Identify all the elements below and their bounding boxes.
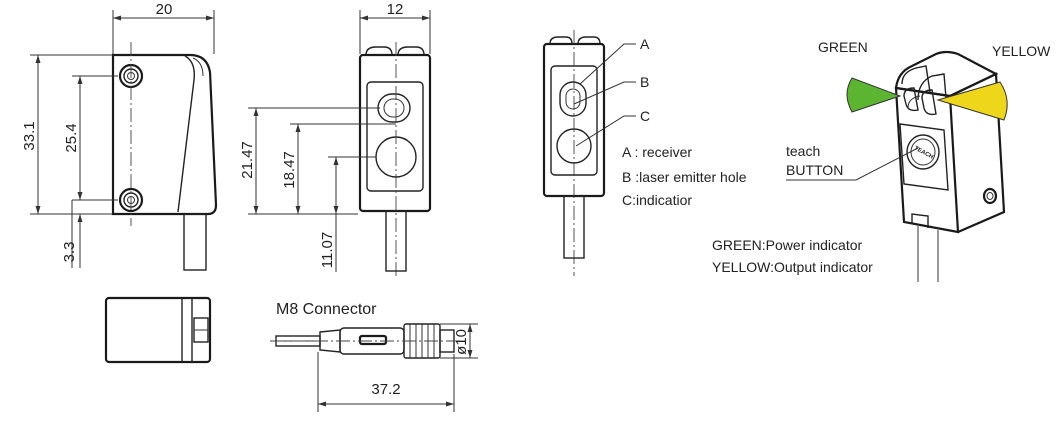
connector-title: M8 Connector [276,301,377,318]
dim-hole-pitch-25-4: 25.4 [63,123,80,152]
label-a: A [640,36,650,52]
front-view: 12 21.47 18.47 11.07 [239,1,432,276]
legend-indicator: C:indicatior [622,192,692,208]
side-view-bevel [177,55,195,213]
green-indicator-light [846,77,902,113]
bottom-view [104,296,212,364]
green-label: GREEN [818,39,868,55]
yellow-indicator-desc: YELLOW:Output indicator [712,259,873,275]
dim-height-18-47: 18.47 [281,151,298,189]
dim-height-11-07: 11.07 [319,232,336,268]
teach-button-text: TEACH [913,146,934,161]
dim-width-12: 12 [387,1,404,18]
teach-label-line2: BUTTON [786,162,843,178]
legend-laser-emitter: B :laser emitter hole [622,169,747,185]
detail-front-view: A B C A : receiver B :laser emitter hole… [542,30,747,276]
front-view-body [358,53,432,213]
teach-button [906,134,940,170]
side-view-cable [183,213,207,271]
m8-connector-view: M8 Connector ø10 37.2 [270,301,478,412]
side-view: 20 33.1 25.4 3.3 [21,1,218,271]
dim-connector-diameter: ø10 [453,329,470,355]
label-b: B [640,74,649,90]
yellow-indicator-light [936,81,1008,121]
dim-height-33-1: 33.1 [21,121,38,150]
iso-front-face [894,86,960,234]
dim-connector-length: 37.2 [371,381,400,398]
side-view-body [111,53,218,216]
dim-width-20: 20 [156,1,173,18]
iso-top-face [894,50,999,98]
label-c: C [640,108,650,124]
isometric-view: TEACH GREEN YELLOW teach BUTTON GREEN:Po… [712,39,1051,282]
dim-height-21-47: 21.47 [239,141,256,179]
front-view-slot [377,93,411,123]
teach-label-line1: teach [786,143,820,159]
legend-receiver: A : receiver [622,144,692,160]
dim-offset-3-3: 3.3 [61,242,78,263]
yellow-label: YELLOW [992,43,1051,59]
green-indicator-desc: GREEN:Power indicator [712,237,863,253]
